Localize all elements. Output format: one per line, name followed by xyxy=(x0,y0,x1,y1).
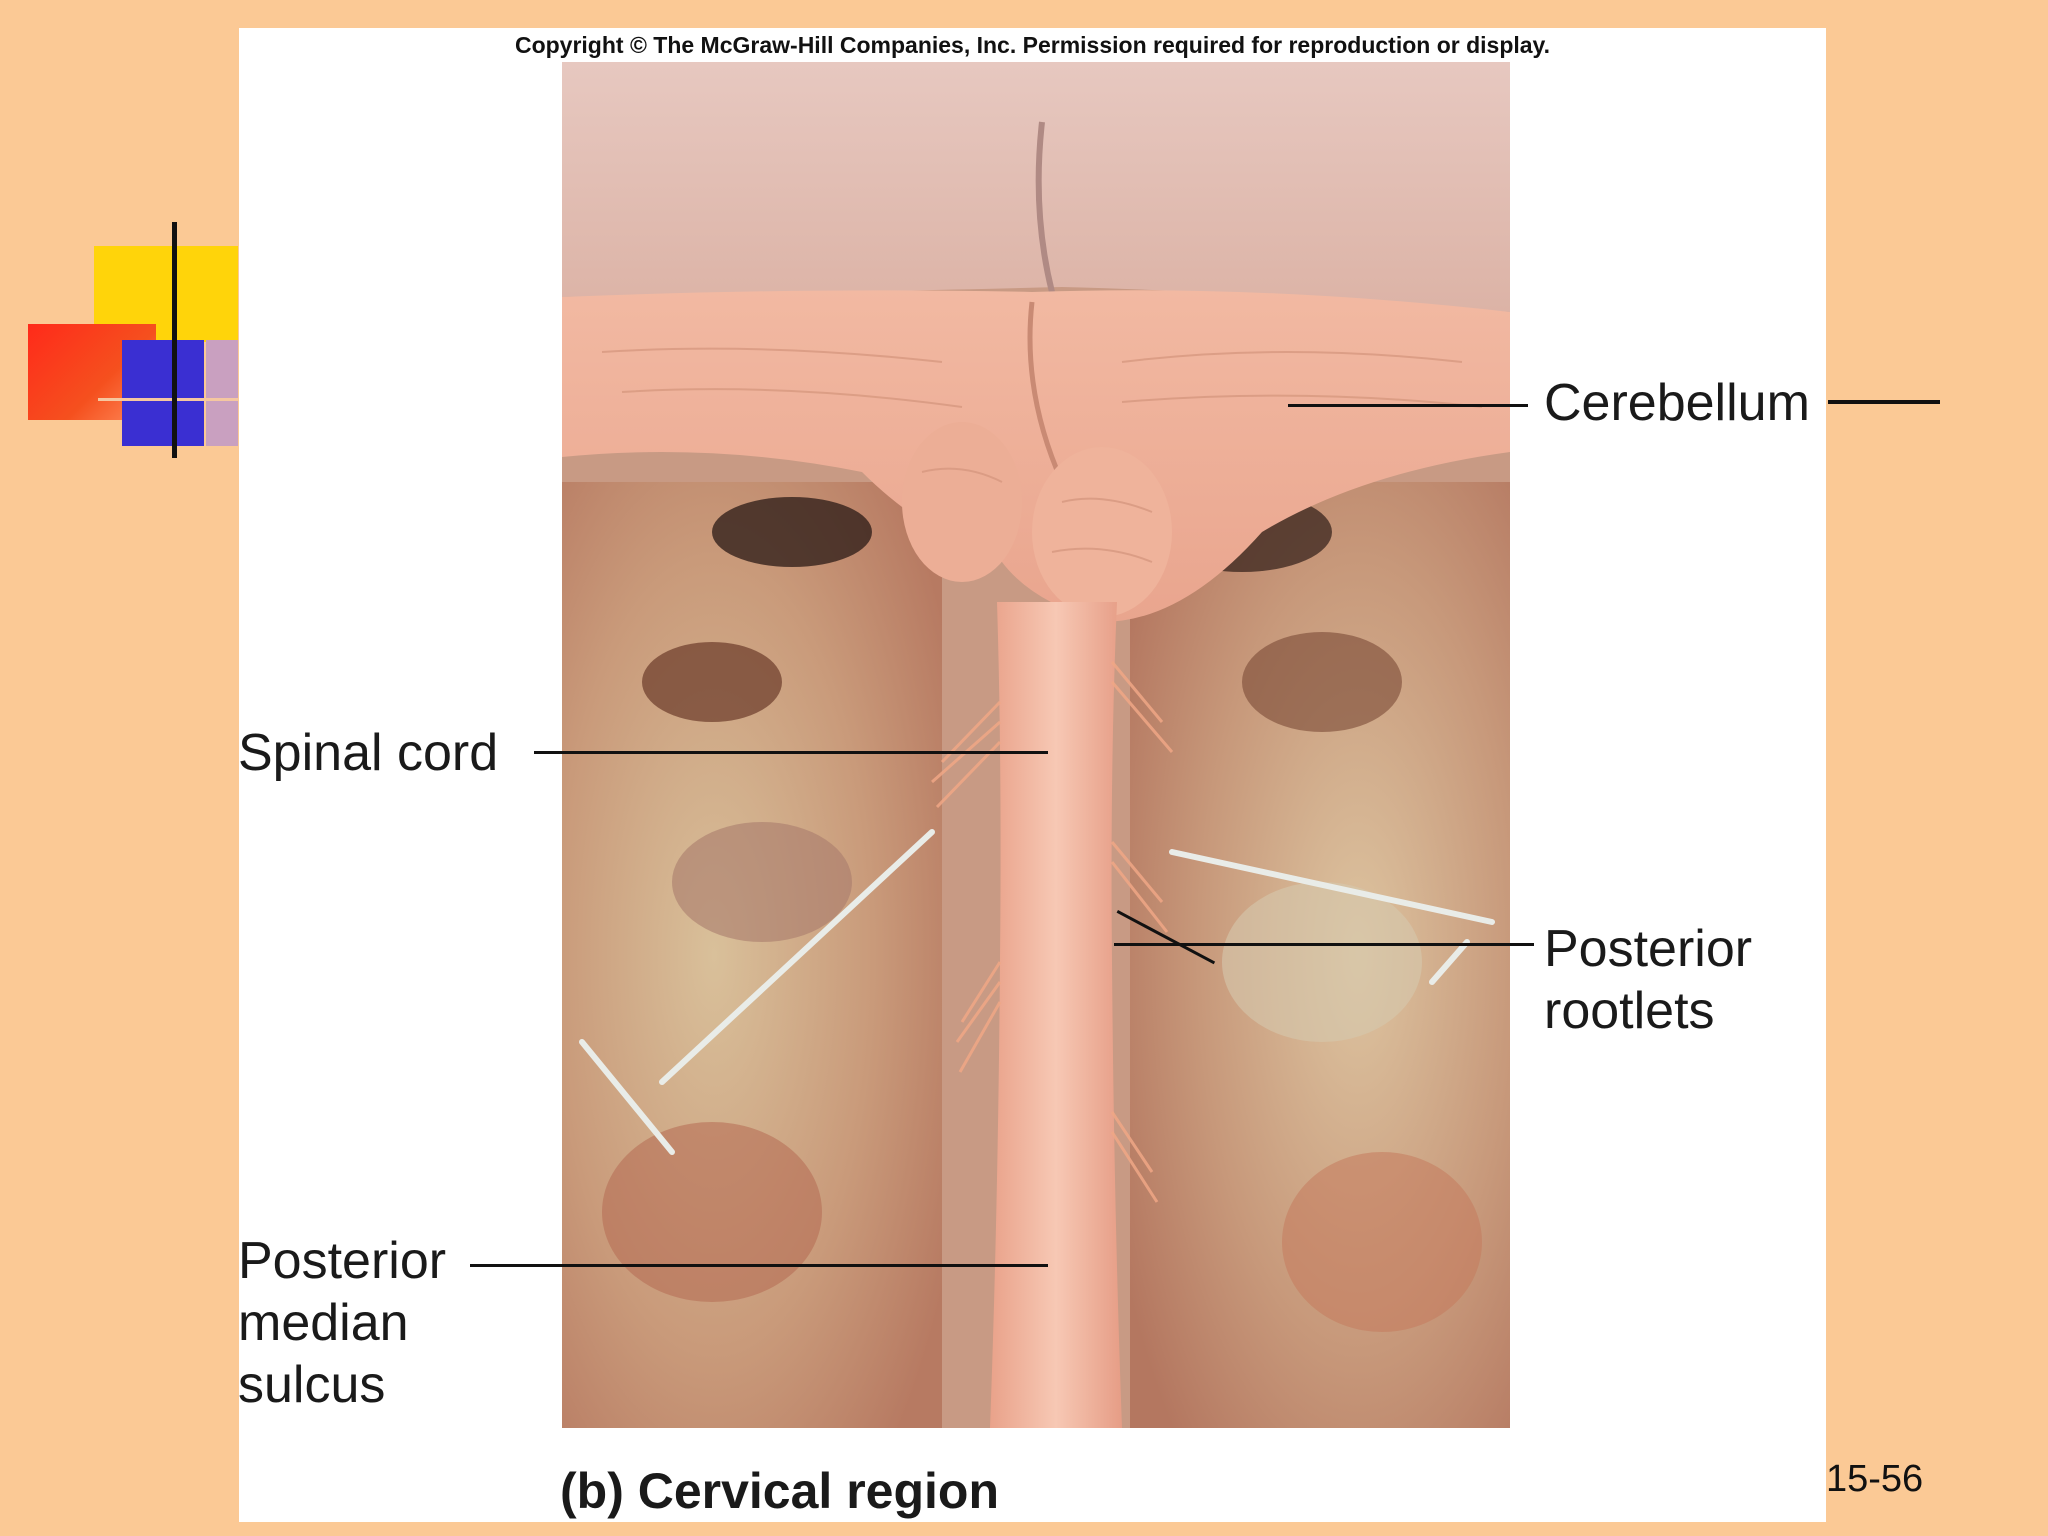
decor-blue-block xyxy=(122,340,204,446)
leader-spinal-cord xyxy=(534,751,1048,754)
label-posterior-rootlets-line1: Posterior xyxy=(1544,920,1753,978)
leader-cerebellum xyxy=(1288,404,1528,407)
leader-posterior-rootlets xyxy=(1114,943,1534,946)
label-posterior-rootlets: Posterior rootlets xyxy=(1544,918,1752,1042)
label-posterior-median-sulcus-line2: median xyxy=(238,1294,409,1352)
label-posterior-median-sulcus: Posterior median sulcus xyxy=(238,1230,446,1416)
decor-horizontal-line xyxy=(98,398,238,401)
decor-mauve-block xyxy=(206,340,238,446)
figure-caption: (b) Cervical region xyxy=(560,1463,999,1519)
label-posterior-median-sulcus-line3: sulcus xyxy=(238,1356,386,1414)
label-posterior-median-sulcus-line1: Posterior xyxy=(238,1232,447,1290)
copyright-notice: Copyright © The McGraw-Hill Companies, I… xyxy=(514,32,1551,58)
label-cerebellum: Cerebellum xyxy=(1544,374,1810,432)
dissection-photo xyxy=(562,62,1510,1428)
page-number: 15-56 xyxy=(1826,1458,1924,1500)
label-spinal-cord: Spinal cord xyxy=(238,724,499,782)
leader-posterior-median-sulcus xyxy=(470,1264,1048,1267)
label-posterior-rootlets-line2: rootlets xyxy=(1544,982,1715,1040)
leader-cerebellum-extension xyxy=(1828,400,1940,404)
decor-vertical-line xyxy=(172,222,177,458)
